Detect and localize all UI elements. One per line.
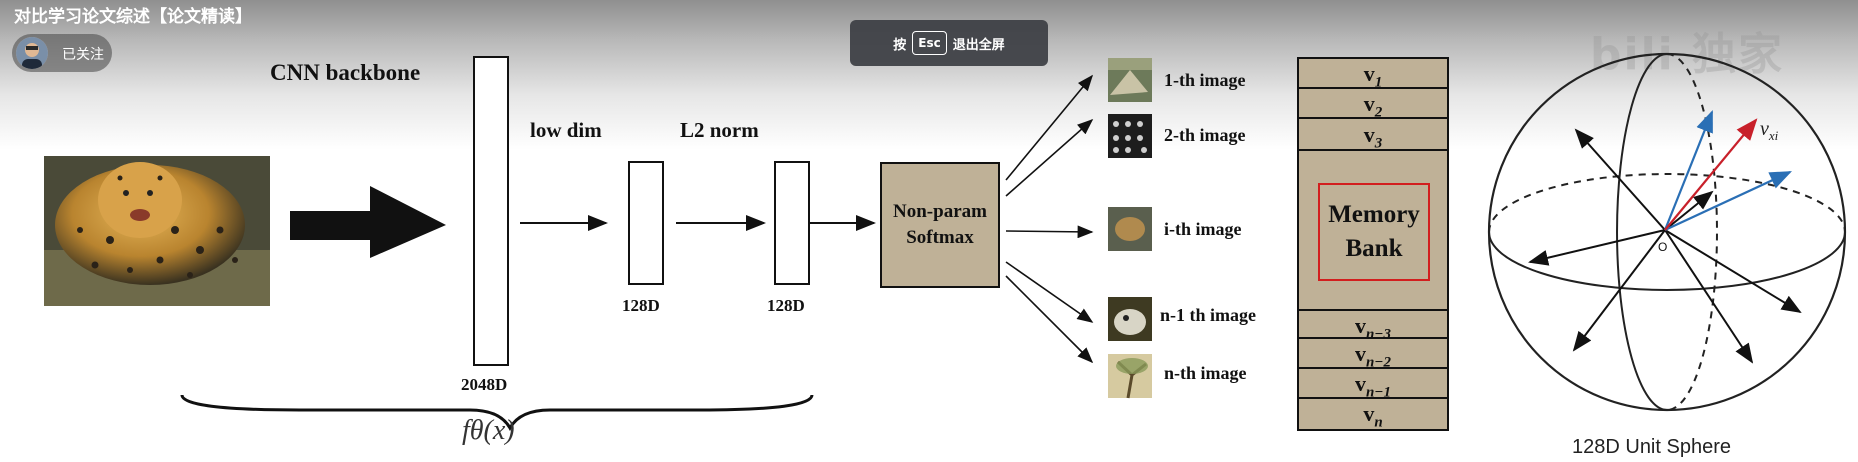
avatar-icon	[16, 37, 48, 69]
cnn-backbone-label: CNN backbone	[270, 60, 421, 85]
feature-box-2048d	[473, 56, 509, 366]
avatar[interactable]	[16, 37, 48, 69]
dim-2048-label: 2048D	[461, 375, 508, 394]
memory-bank-title-line1: Memory	[1328, 201, 1420, 228]
dim-128-label-a: 128D	[622, 296, 660, 315]
bank-cell-vn-1: vn−1	[1299, 369, 1447, 400]
image-label-i: i-th image	[1164, 219, 1242, 239]
bank-cell-v3: v3	[1299, 119, 1447, 151]
image-label-n: n-th image	[1164, 363, 1247, 383]
softmax-box: Non-param Softmax	[880, 162, 1000, 288]
thumb-1	[1108, 58, 1152, 102]
low-dim-label: low dim	[530, 118, 602, 142]
softmax-line1: Non-param	[893, 201, 987, 222]
thumb-2	[1108, 114, 1152, 158]
image-label-n-1: n-1 th image	[1160, 305, 1256, 325]
memory-bank-title-box: Memory Bank	[1318, 183, 1430, 281]
dim-128-label-b: 128D	[767, 296, 805, 315]
bank-cell-vn-2: vn−2	[1299, 339, 1447, 370]
follow-label[interactable]: 已关注	[62, 47, 104, 63]
bank-cell-vn: vn	[1363, 401, 1383, 431]
function-label: fθ(x)	[462, 415, 515, 446]
bank-cell-vn-3: vn−3	[1299, 309, 1447, 342]
unit-sphere	[1487, 52, 1847, 412]
toast-action-text: 退出全屏	[952, 37, 1005, 53]
esc-key-icon: Esc	[912, 31, 947, 55]
memory-bank-title-line2: Bank	[1345, 235, 1403, 262]
encoder-brace	[180, 394, 814, 432]
bank-cell-v2: v2	[1299, 89, 1447, 120]
feature-box-128d-low	[628, 161, 664, 285]
image-label-2: 2-th image	[1164, 125, 1246, 145]
vector-label: vxi	[1760, 118, 1779, 143]
thumb-n-1	[1108, 297, 1152, 341]
thumb-n	[1108, 354, 1152, 399]
sphere-caption: 128D Unit Sphere	[1572, 436, 1731, 458]
bank-cell-v1: v1	[1299, 59, 1447, 90]
feature-box-128d-norm	[774, 161, 810, 285]
thumb-i	[1108, 207, 1152, 251]
image-label-1: 1-th image	[1164, 70, 1246, 90]
softmax-line2: Softmax	[906, 227, 974, 248]
video-title: 对比学习论文综述【论文精读】	[14, 7, 252, 27]
l2-norm-label: L2 norm	[680, 118, 759, 142]
exit-fullscreen-toast: 按 Esc 退出全屏	[850, 20, 1048, 66]
memory-bank: v1 v2 v3 vn−3 vn−2 vn−1 vn	[1297, 57, 1449, 431]
toast-press-text: 按	[893, 37, 907, 53]
block-arrow-icon	[290, 186, 446, 258]
sphere-origin-label: O	[1658, 240, 1668, 254]
input-image-leopard	[44, 156, 270, 306]
